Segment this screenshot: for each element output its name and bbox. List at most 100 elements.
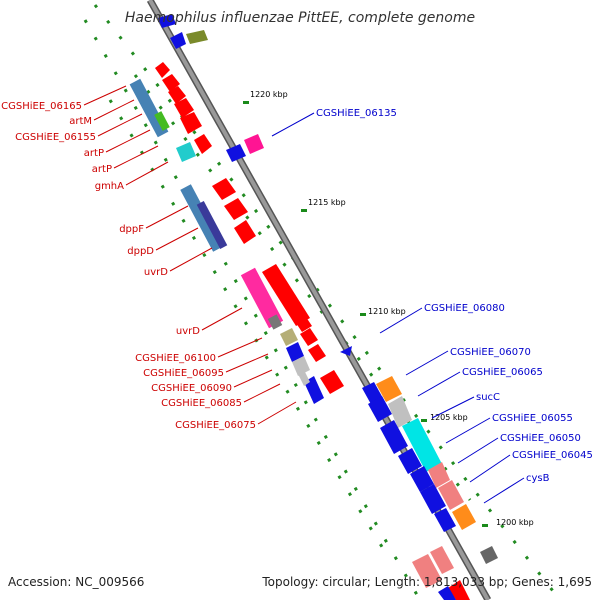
gene-label: CGSHiEE_06080 — [424, 303, 505, 314]
right-labels: CGSHiEE_06135 CGSHiEE_06080 CGSHiEE_0607… — [316, 108, 593, 484]
gene-block-orange — [452, 504, 476, 530]
gene-arrow-forward — [294, 314, 312, 332]
gene-arrow-reverse — [170, 32, 186, 49]
gene-label: artM — [69, 116, 92, 127]
gene-arrow-forward — [212, 178, 236, 200]
scale-tick-labels: 1220 kbp 1215 kbp 1210 kbp 1205 kbp 1200… — [250, 90, 534, 527]
gene-label: CGSHiEE_06155 — [15, 132, 96, 143]
gene-block-khaki — [280, 328, 298, 346]
gene-arrow-reverse — [158, 14, 176, 28]
gene-label: uvrD — [144, 267, 168, 278]
gene-block-pink — [240, 267, 284, 329]
gene-label: cysB — [526, 473, 550, 484]
gene-label: CGSHiEE_06045 — [512, 450, 593, 461]
gene-label: uvrD — [176, 326, 200, 337]
gene-label: gmhA — [95, 181, 124, 192]
tick-mark — [421, 419, 427, 422]
gene-block-lightgray — [292, 356, 310, 376]
gene-label: dppD — [127, 246, 154, 257]
genome-stats-text: Topology: circular; Length: 1,813,033 bp… — [262, 575, 592, 589]
gene-label: CGSHiEE_06075 — [175, 420, 256, 431]
gene-arrow-forward — [180, 112, 202, 134]
genes-bottom — [412, 546, 498, 600]
gene-arrow-reverse-small — [340, 346, 352, 356]
gene-arrow-olive — [186, 30, 208, 44]
gene-label: CGSHiEE_06055 — [492, 413, 573, 424]
gene-label: CGSHiEE_06100 — [135, 353, 216, 364]
gene-block-salmon — [428, 462, 450, 488]
gene-label: artP — [84, 148, 104, 159]
gene-arrow-forward — [448, 580, 470, 600]
left-leader-lines — [83, 85, 297, 425]
gene-arrow-magenta — [244, 134, 264, 154]
gene-arrow-reverse — [226, 144, 246, 162]
gene-block-blue — [304, 376, 324, 404]
gene-arrow-forward — [194, 134, 212, 154]
gene-block-darkblue — [196, 201, 228, 249]
gene-block-gray — [480, 546, 498, 564]
gene-block-salmon — [438, 480, 464, 510]
tick-label: 1205 kbp — [430, 413, 468, 422]
gene-arrow-forward — [320, 370, 344, 394]
gene-label: CGSHiEE_06070 — [450, 347, 531, 358]
gene-label: CGSHiEE_06050 — [500, 433, 581, 444]
gene-block-orange — [376, 376, 402, 402]
gene-cluster-1 — [129, 62, 212, 162]
tick-label: 1220 kbp — [250, 90, 288, 99]
gene-cluster-3 — [240, 264, 310, 330]
gene-block-lightgray — [298, 370, 310, 386]
gene-block-salmon — [430, 546, 454, 574]
gene-arrow-forward — [155, 62, 170, 78]
gene-arrow-reverse — [380, 420, 408, 454]
gene-arrow-forward — [300, 328, 318, 346]
gene-cluster-4 — [280, 314, 352, 404]
gene-label: CGSHiEE_06165 — [1, 101, 82, 112]
tick-label: 1200 kbp — [496, 518, 534, 527]
gene-arrow-forward — [224, 198, 248, 220]
gene-cluster-06135 — [226, 134, 264, 162]
tick-mark — [360, 313, 366, 316]
gene-label: dppF — [119, 224, 144, 235]
tick-mark — [482, 524, 488, 527]
gene-label: CGSHiEE_06135 — [316, 108, 397, 119]
gene-arrow-forward-large — [262, 264, 310, 326]
gene-arrow-reverse — [420, 484, 446, 514]
tick-mark — [243, 101, 249, 104]
tick-label: 1215 kbp — [308, 198, 346, 207]
gene-arrow-forward — [234, 220, 256, 244]
gene-cluster-right — [362, 376, 476, 532]
gene-label: CGSHiEE_06065 — [462, 367, 543, 378]
gene-label: CGSHiEE_06095 — [143, 368, 224, 379]
gene-block-green — [154, 111, 170, 131]
gene-arrow-reverse — [410, 466, 434, 492]
gene-label: artP — [92, 164, 112, 175]
map-title: Haemophilus influenzae PittEE, complete … — [124, 10, 476, 26]
gene-arrow-reverse — [398, 448, 422, 474]
tick-label: 1210 kbp — [368, 307, 406, 316]
gene-block-blue — [286, 342, 304, 362]
gene-label: CGSHiEE_06085 — [161, 398, 242, 409]
gene-arrow-forward — [168, 86, 186, 104]
dot-track-far-left — [108, 99, 392, 561]
gene-arrow-forward — [308, 344, 326, 362]
scale-ticks — [243, 101, 488, 527]
gene-arrow-reverse — [438, 586, 456, 600]
gene-arrow-forward — [174, 98, 194, 118]
tick-mark — [301, 209, 307, 212]
right-leader-lines — [271, 112, 525, 504]
accession-text: Accession: NC_009566 — [8, 575, 145, 589]
left-labels: CGSHiEE_06165 artM CGSHiEE_06155 artP ar… — [1, 101, 256, 431]
gene-block-salmon — [412, 554, 442, 588]
gene-block-lightgray — [388, 396, 412, 428]
gene-block-gray — [267, 314, 283, 330]
gene-block-cyan — [402, 418, 442, 472]
genes-top — [158, 14, 208, 49]
gene-label: sucC — [476, 392, 500, 403]
gene-arrow-reverse — [368, 396, 392, 422]
gene-cluster-2 — [180, 178, 256, 252]
gene-block-cyan — [176, 142, 196, 162]
gene-arrow-reverse — [434, 508, 456, 532]
gene-label: CGSHiEE_06090 — [151, 383, 232, 394]
